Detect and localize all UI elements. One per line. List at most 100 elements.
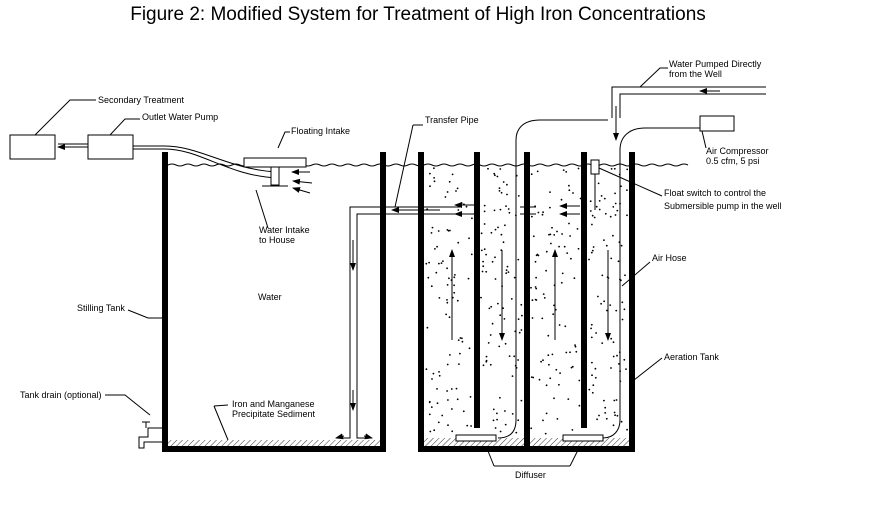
bubble-dot: [568, 189, 571, 192]
air-hose-right: [602, 127, 700, 439]
bubble-dot: [466, 424, 469, 427]
bubble-dot: [612, 341, 615, 344]
bubble-dot: [432, 372, 435, 375]
bubble-dot: [556, 418, 559, 420]
bubble-dot: [431, 378, 433, 380]
bubble-dot: [426, 208, 429, 211]
bubble-dot: [572, 192, 574, 194]
bubble-dot: [598, 208, 601, 211]
bubble-dot: [536, 253, 539, 256]
bubble-dot: [589, 210, 592, 212]
bubble-dot: [530, 427, 533, 430]
bubble-dot: [483, 204, 486, 207]
bubble-dot: [504, 410, 506, 412]
bubble-dot: [497, 226, 499, 229]
bubble-dot: [503, 318, 506, 320]
bubble-dot: [530, 286, 532, 289]
bubble-dot: [499, 430, 502, 433]
bubble-dot: [461, 337, 463, 340]
bubble-dot: [562, 169, 565, 172]
bubble-dot: [442, 260, 444, 262]
bubble-dot: [620, 185, 622, 188]
bubble-dot: [605, 417, 608, 420]
bubble-dot: [601, 274, 604, 277]
bubble-dot: [591, 391, 594, 394]
bubble-dot: [601, 342, 604, 344]
bubble-dot: [553, 397, 555, 400]
bubble-dot: [544, 432, 547, 435]
bubble-dot: [485, 355, 488, 358]
bubble-dot: [613, 411, 616, 414]
bubble-dot: [499, 208, 502, 211]
bubble-dot: [603, 399, 605, 402]
sediment-label-1: Iron and Manganese: [232, 399, 315, 409]
bubble-dot: [614, 192, 616, 195]
bubble-dot: [592, 384, 595, 387]
bubble-dot: [615, 309, 618, 312]
bubble-dot: [467, 277, 470, 280]
bubble-dot: [553, 304, 555, 307]
bubble-dot: [558, 383, 560, 386]
bubble-dot: [623, 308, 626, 311]
bubble-dot: [456, 187, 459, 190]
bubble-dot: [569, 351, 571, 354]
bubble-dot: [561, 233, 563, 235]
bubble-dot: [436, 402, 439, 405]
tank-drain-valve: [138, 427, 162, 449]
bubble-dot: [480, 296, 482, 299]
bubble-dot: [491, 322, 494, 325]
bubble-dot: [563, 245, 566, 248]
bubble-dot: [462, 410, 465, 413]
bubble-dot: [494, 228, 497, 231]
bubble-dot: [499, 314, 502, 317]
bubble-dot: [515, 431, 518, 434]
outlet-hose: [133, 145, 279, 173]
aeration-tank-label: Aeration Tank: [664, 352, 719, 362]
bubble-dot: [531, 299, 534, 302]
bubble-dot: [510, 298, 513, 300]
bubble-dot: [589, 200, 592, 203]
bubble-dot: [441, 414, 444, 417]
bubble-dot: [451, 408, 453, 410]
bubble-dot: [505, 272, 508, 275]
water-pumped-label-1: Water Pumped Directly: [669, 59, 762, 69]
bubble-dot: [471, 217, 473, 220]
bubble-dot: [594, 376, 597, 379]
bubble-dot: [504, 423, 507, 426]
bubble-dot: [447, 424, 449, 427]
bubble-dot: [612, 234, 614, 237]
bubble-dot: [446, 299, 448, 301]
bubble-dot: [457, 339, 460, 341]
bubble-dot: [483, 223, 486, 225]
bubble-dot: [517, 195, 520, 197]
bubble-dot: [485, 253, 487, 256]
bubble-dot: [556, 230, 558, 233]
bubble-dot: [517, 318, 520, 321]
bubble-dot: [595, 332, 597, 334]
bubble-dot: [620, 420, 623, 423]
bubble-dot: [558, 324, 561, 326]
transfer-pipe: [340, 206, 460, 439]
bubble-dot: [504, 342, 507, 345]
bubble-dot: [456, 299, 459, 302]
bubble-dot: [494, 278, 497, 280]
bubble-dot: [511, 413, 514, 415]
bubble-dot: [626, 214, 628, 217]
bubble-dot: [575, 350, 578, 353]
bubble-dot: [480, 249, 483, 252]
air-compressor-label-2: 0.5 cfm, 5 psi: [706, 156, 760, 166]
bubble-dot: [455, 190, 457, 192]
bubble-dot: [535, 276, 537, 279]
bubble-dot: [482, 265, 485, 268]
bubble-dot: [428, 261, 430, 264]
bubble-dot: [573, 277, 576, 280]
bubble-dot: [545, 269, 547, 272]
bubble-dot: [498, 190, 501, 192]
bubble-dot: [433, 180, 436, 183]
bubble-dot: [502, 241, 505, 244]
bubble-dot: [438, 374, 441, 377]
secondary-treatment-box: [9, 134, 56, 160]
bubble-dot: [553, 234, 556, 236]
bubble-dot: [445, 313, 447, 316]
bubble-dot: [578, 379, 581, 382]
